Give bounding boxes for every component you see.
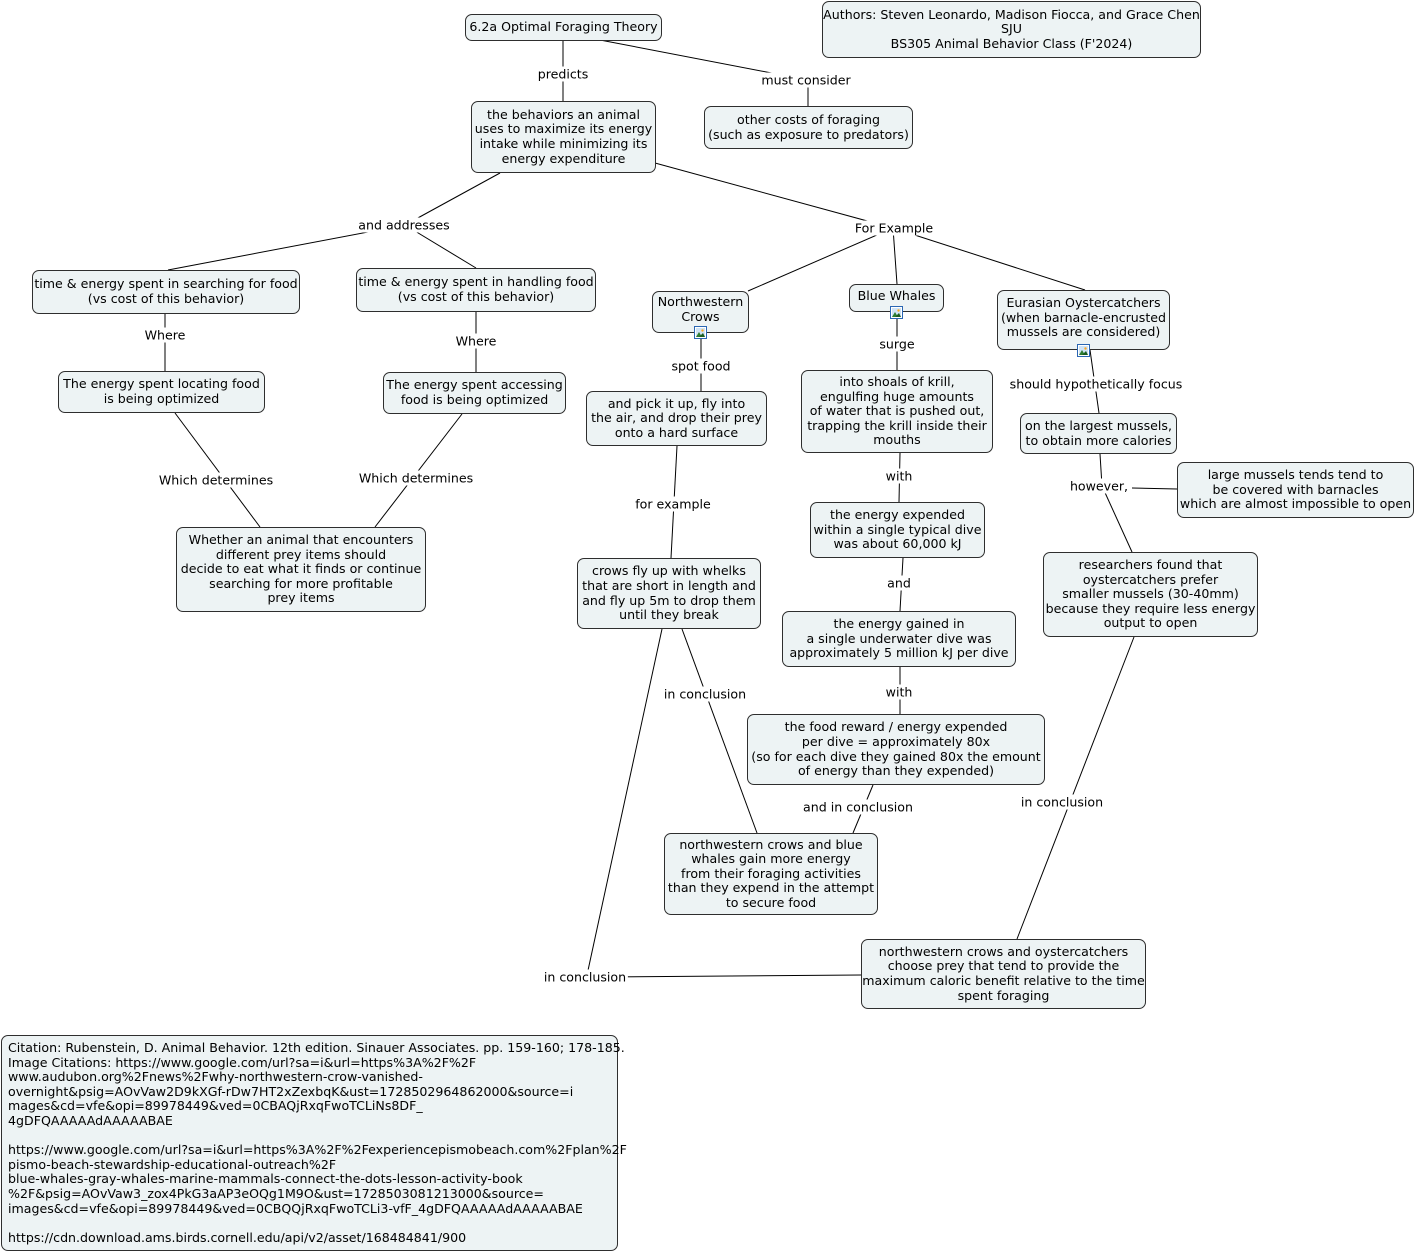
concept-conclusion-crows-oystercatchers[interactable]: northwestern crows and oystercatchers ch… [861, 939, 1146, 1009]
image-icon-crows[interactable] [694, 326, 707, 339]
concept-krill[interactable]: into shoals of krill, engulfing huge amo… [801, 370, 993, 453]
concept-barnacles[interactable]: large mussels tends tend to be covered w… [1177, 462, 1414, 518]
link-predicts[interactable]: predicts [535, 66, 591, 82]
concept-largest-mussels[interactable]: on the largest mussels, to obtain more c… [1020, 413, 1177, 454]
concept-energy-expended[interactable]: the energy expended within a single typi… [810, 502, 985, 558]
image-icon-oystercatchers[interactable] [1077, 344, 1090, 357]
link-with-1[interactable]: with [883, 468, 915, 484]
link-must-consider[interactable]: must consider [759, 72, 853, 88]
concept-blue-whales[interactable]: Blue Whales [849, 284, 944, 312]
concept-accessing[interactable]: The energy spent accessing food is being… [383, 372, 566, 414]
concept-other-costs[interactable]: other costs of foraging (such as exposur… [704, 106, 913, 149]
concept-whether[interactable]: Whether an animal that encounters differ… [176, 527, 426, 612]
concept-conclusion-crows-whales[interactable]: northwestern crows and blue whales gain … [664, 833, 878, 915]
concept-locating[interactable]: The energy spent locating food is being … [58, 371, 265, 413]
link-for-example-top[interactable]: For Example [852, 220, 936, 236]
image-icon-whales[interactable] [890, 306, 903, 319]
concept-pick-up[interactable]: and pick it up, fly into the air, and dr… [586, 391, 767, 446]
link-however[interactable]: however, [1067, 478, 1131, 494]
concept-eurasian-oystercatchers[interactable]: Eurasian Oystercatchers (when barnacle-e… [997, 290, 1170, 350]
concept-energy-gained[interactable]: the energy gained in a single underwater… [782, 611, 1016, 667]
concept-whelks[interactable]: crows fly up with whelks that are short … [577, 558, 761, 629]
link-in-conclusion-oystercatchers[interactable]: in conclusion [1018, 794, 1106, 810]
link-and-in-conclusion[interactable]: and in conclusion [801, 799, 915, 815]
link-and-addresses[interactable]: and addresses [356, 217, 452, 233]
concept-food-reward[interactable]: the food reward / energy expended per di… [747, 714, 1045, 785]
link-spot-food[interactable]: spot food [669, 358, 733, 374]
citation-box[interactable]: Citation: Rubenstein, D. Animal Behavior… [1, 1035, 627, 1251]
link-which-determines-right[interactable]: Which determines [356, 470, 476, 486]
concept-researchers[interactable]: researchers found that oystercatchers pr… [1043, 552, 1258, 637]
link-and[interactable]: and [885, 575, 913, 591]
concept-handling[interactable]: time & energy spent in handling food (vs… [356, 268, 596, 312]
concept-title[interactable]: 6.2a Optimal Foraging Theory [465, 14, 662, 41]
link-where-right[interactable]: Where [453, 333, 499, 349]
concept-behaviors[interactable]: the behaviors an animal uses to maximize… [471, 101, 656, 173]
link-in-conclusion-low[interactable]: in conclusion [541, 969, 629, 985]
link-where-left[interactable]: Where [142, 327, 188, 343]
link-should-hypothetically-focus[interactable]: should hypothetically focus [1007, 376, 1185, 392]
link-surge[interactable]: surge [877, 336, 917, 352]
concept-searching[interactable]: time & energy spent in searching for foo… [32, 270, 300, 314]
link-with-2[interactable]: with [883, 684, 915, 700]
concept-authors[interactable]: Authors: Steven Leonardo, Madison Fiocca… [822, 1, 1201, 58]
link-in-conclusion-crows[interactable]: in conclusion [661, 686, 749, 702]
link-which-determines-left[interactable]: Which determines [156, 472, 276, 488]
link-for-example[interactable]: for example [633, 496, 713, 512]
